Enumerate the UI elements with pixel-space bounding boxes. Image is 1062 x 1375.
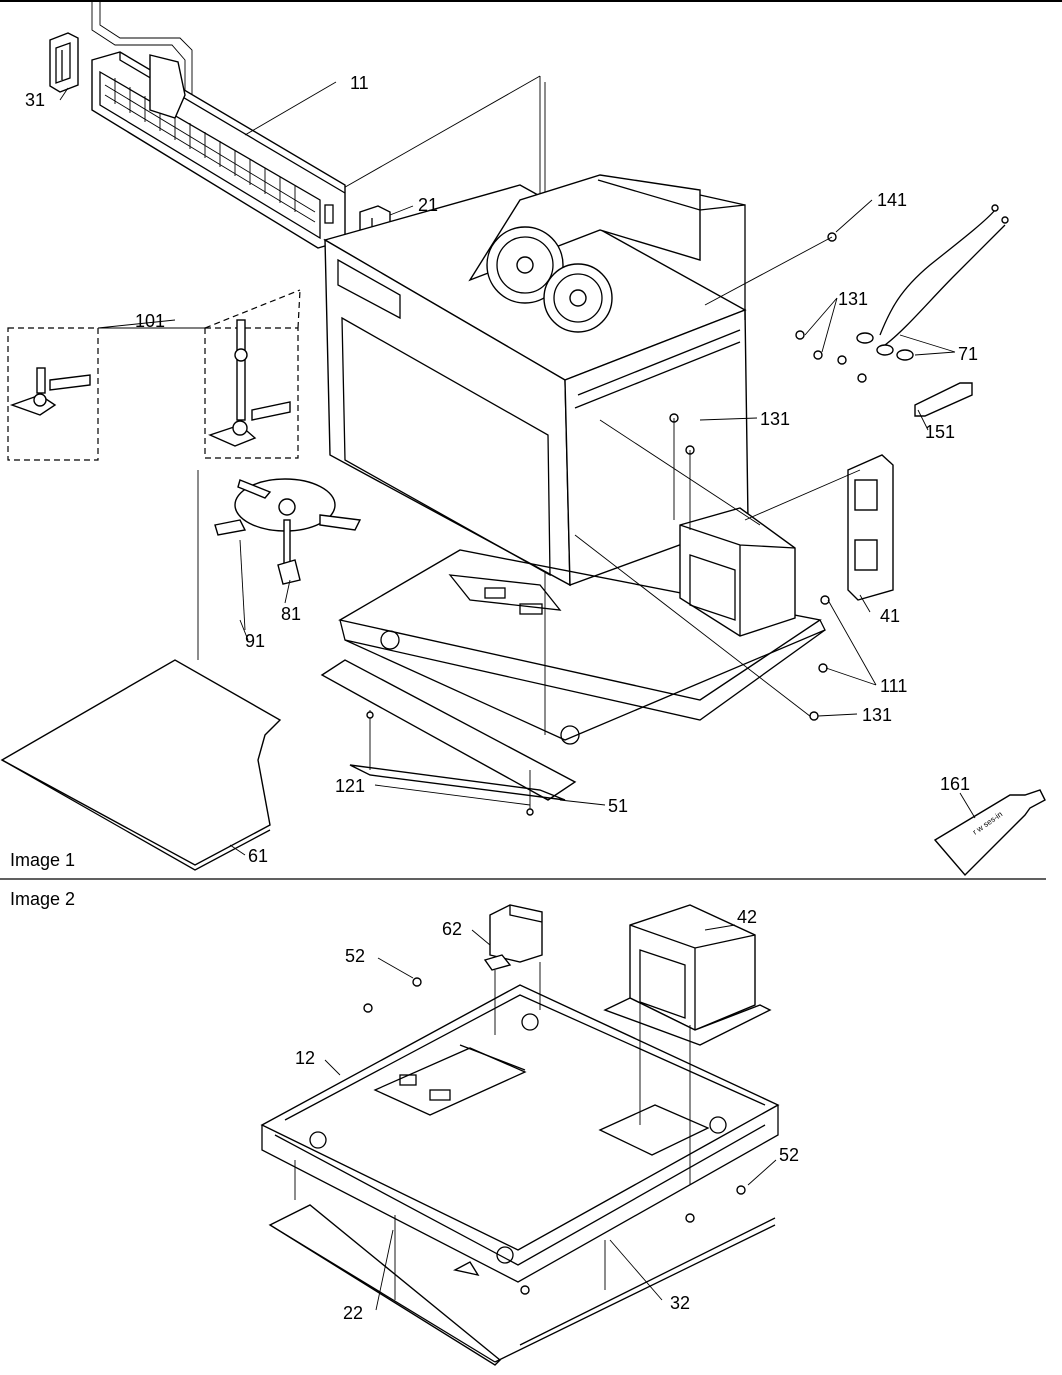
callout-131-a: 131 [838, 289, 868, 309]
callout-161: 161 [940, 774, 970, 794]
part-41-switch-bracket [744, 454, 894, 601]
callout-51: 51 [608, 796, 628, 816]
oven-cavity [320, 174, 826, 801]
part-161-tube: r w ses-in [933, 789, 1046, 877]
part-31-clip [49, 32, 79, 93]
callout-101: 101 [135, 311, 165, 331]
callout-151: 151 [925, 422, 955, 442]
callout-81: 81 [281, 604, 301, 624]
image-1-leaders [59, 81, 976, 856]
callout-11: 11 [350, 73, 369, 93]
image-1-drawing: r w ses-in [0, 2, 1046, 877]
callout-111: 111 [880, 676, 907, 696]
part-101-hinges [7, 289, 301, 461]
callout-42: 42 [737, 907, 757, 927]
callout-121: 121 [335, 776, 365, 796]
callout-41: 41 [880, 606, 900, 626]
callout-52-b: 52 [779, 1145, 799, 1165]
section-title-image-1: Image 1 [10, 850, 75, 870]
callout-62: 62 [442, 919, 462, 939]
callout-141: 141 [877, 190, 907, 210]
image-2-callouts: 62 42 52 12 52 22 32 [295, 907, 799, 1323]
callout-31: 31 [25, 90, 45, 110]
callout-131-c: 131 [862, 705, 892, 725]
callout-61: 61 [248, 846, 268, 866]
part-wires-71 [669, 204, 1009, 721]
callout-21: 21 [418, 195, 438, 215]
callout-71: 71 [958, 344, 978, 364]
part-91-stirrer [197, 470, 362, 660]
callout-52-a: 52 [345, 946, 365, 966]
image-2-drawing [260, 904, 780, 1366]
callout-12: 12 [295, 1048, 315, 1068]
callout-22: 22 [343, 1303, 363, 1323]
callout-32: 32 [670, 1293, 690, 1313]
callout-131-b: 131 [760, 409, 790, 429]
part-61-panel [0, 659, 282, 871]
image-1-callouts: 31 11 21 141 101 131 71 131 151 41 81 91… [25, 73, 978, 866]
section-title-image-2: Image 2 [10, 889, 75, 909]
image-2-leaders [324, 924, 777, 1311]
part-11-vent [91, 51, 346, 249]
callout-91: 91 [245, 631, 265, 651]
